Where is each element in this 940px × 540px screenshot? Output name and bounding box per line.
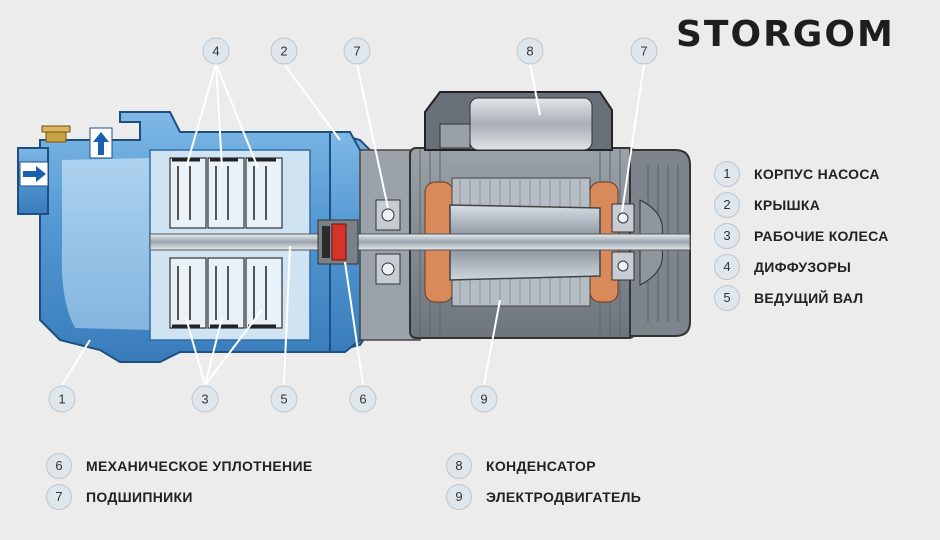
flow-arrow-inlet [19,161,49,187]
legend-item: 1 КОРПУС НАСОСА [714,158,889,189]
legend-label: РАБОЧИЕ КОЛЕСА [754,227,889,244]
svg-text:2: 2 [280,44,287,59]
svg-text:9: 9 [480,392,487,407]
legend-label: КОНДЕНСАТОР [486,457,596,474]
impeller-stack [169,257,283,329]
legend-number: 3 [714,222,740,249]
legend-number: 4 [714,253,740,280]
callout-7-front: 7 [343,37,371,65]
legend-label: КРЫШКА [754,196,821,213]
legend-item: 9 ЭЛЕКТРОДВИГАТЕЛЬ [446,481,641,512]
legend-label: ЭЛЕКТРОДВИГАТЕЛЬ [486,488,642,505]
callout-4: 4 [202,37,230,65]
callout-3: 3 [191,385,219,413]
svg-text:4: 4 [212,44,219,59]
diffuser-stack [169,157,283,229]
callout-6: 6 [349,385,377,413]
legend-bottom-left: 6 МЕХАНИЧЕСКОЕ УПЛОТНЕНИЕ 7 ПОДШИПНИКИ [46,450,312,512]
callout-8: 8 [516,37,544,65]
callout-2: 2 [270,37,298,65]
svg-text:6: 6 [359,392,366,407]
leader-lines [61,63,645,386]
callout-9: 9 [470,385,498,413]
legend-number: 8 [446,452,472,479]
legend-item: 3 РАБОЧИЕ КОЛЕСА [714,220,889,251]
legend-right: 1 КОРПУС НАСОСА 2 КРЫШКА 3 РАБОЧИЕ КОЛЕСА 4… [714,158,889,313]
legend-label: КОРПУС НАСОСА [754,165,880,182]
callout-7-rear: 7 [630,37,658,65]
capacitor [424,91,613,151]
svg-text:5: 5 [280,392,287,407]
legend-item: 8 КОНДЕНСАТОР [446,450,641,481]
legend-label: ВЕДУЩИЙ ВАЛ [754,289,864,306]
brand-logo: STORGOM [676,14,895,55]
legend-number: 1 [714,160,740,187]
flow-arrow-outlet [89,127,113,159]
legend-number: 5 [714,284,740,311]
legend-label: МЕХАНИЧЕСКОЕ УПЛОТНЕНИЕ [86,457,313,474]
legend-label: ДИФФУЗОРЫ [754,258,852,275]
legend-number: 9 [446,483,472,510]
legend-item: 2 КРЫШКА [714,189,889,220]
drive-shaft [149,233,691,251]
svg-text:7: 7 [640,44,647,59]
legend-number: 7 [46,483,72,510]
callout-1: 1 [48,385,76,413]
legend-number: 2 [714,191,740,218]
priming-plug [41,125,71,143]
bearing-rear [611,203,635,281]
bearing-front [375,199,401,285]
svg-text:8: 8 [526,44,533,59]
legend-item: 5 ВЕДУЩИЙ ВАЛ [714,282,889,313]
svg-text:7: 7 [353,44,360,59]
legend-item: 4 ДИФФУЗОРЫ [714,251,889,282]
legend-item: 7 ПОДШИПНИКИ [46,481,312,512]
legend-bottom-right: 8 КОНДЕНСАТОР 9 ЭЛЕКТРОДВИГАТЕЛЬ [446,450,641,512]
legend-item: 6 МЕХАНИЧЕСКОЕ УПЛОТНЕНИЕ [46,450,312,481]
mechanical-seal [317,219,359,265]
legend-number: 6 [46,452,72,479]
svg-text:1: 1 [58,392,65,407]
callout-5: 5 [270,385,298,413]
svg-text:3: 3 [201,392,208,407]
legend-label: ПОДШИПНИКИ [86,488,193,505]
